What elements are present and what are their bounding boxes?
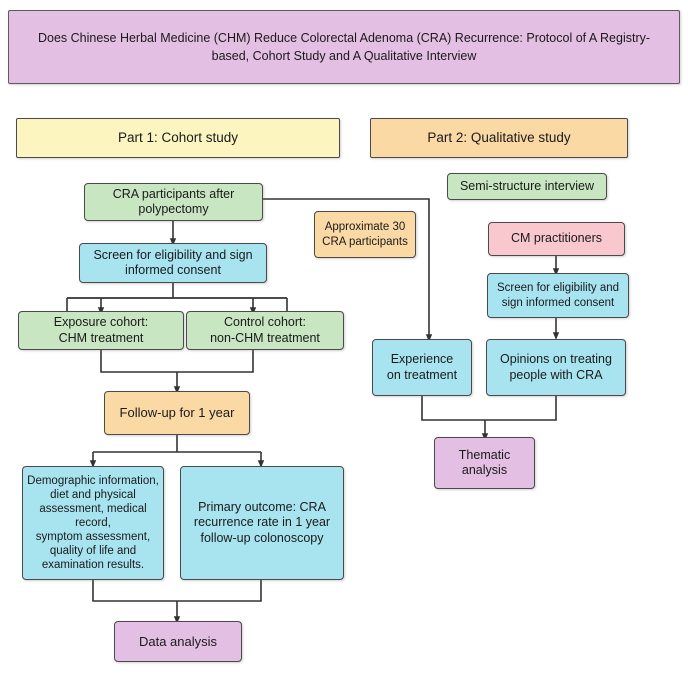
node-screen-consent-2: Screen for eligibility and sign informed… xyxy=(487,273,629,318)
node-opinions-on-treating: Opinions on treating people with CRA xyxy=(486,339,626,396)
node-thematic-analysis: Thematic analysis xyxy=(434,437,535,489)
node-cra-participants: CRA participants after polypectomy xyxy=(84,183,263,221)
node-primary-outcome: Primary outcome: CRA recurrence rate in … xyxy=(180,466,344,580)
node-cm-practitioners: CM practitioners xyxy=(488,222,625,256)
node-data-analysis: Data analysis xyxy=(114,621,242,662)
node-exposure-cohort: Exposure cohort: CHM treatment xyxy=(18,311,184,350)
node-experience-on-treatment: Experience on treatment xyxy=(372,339,472,396)
node-approximate-30-participants: Approximate 30 CRA participants xyxy=(314,211,416,258)
part2-header: Part 2: Qualitative study xyxy=(370,118,628,158)
node-screen-consent: Screen for eligibility and sign informed… xyxy=(79,243,267,283)
node-semi-structure-interview: Semi-structure interview xyxy=(447,173,607,200)
node-control-cohort: Control cohort: non-CHM treatment xyxy=(186,311,344,350)
node-follow-up: Follow-up for 1 year xyxy=(104,391,250,435)
figure-title: Does Chinese Herbal Medicine (CHM) Reduc… xyxy=(8,10,680,84)
node-demographic-assessment: Demographic information, diet and physic… xyxy=(22,466,164,580)
part1-header: Part 1: Cohort study xyxy=(16,118,340,158)
